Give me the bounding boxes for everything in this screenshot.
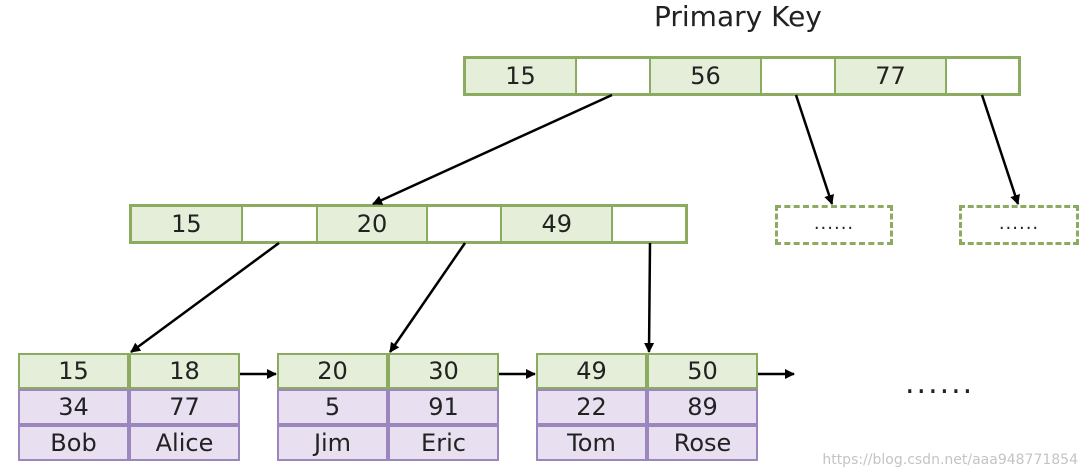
leaf-2-value-2: 91 bbox=[388, 389, 499, 425]
stub-node-1-label: ...... bbox=[813, 212, 855, 234]
leaf-1-name-2: Alice bbox=[129, 425, 240, 461]
root-key-3: 77 bbox=[836, 59, 947, 93]
leaf-node-2: 20 30 5 91 Jim Eric bbox=[277, 353, 499, 461]
leaf-1-key-2: 18 bbox=[129, 353, 240, 389]
internal-pointer-1 bbox=[242, 207, 318, 241]
internal-pointer-3 bbox=[613, 207, 685, 241]
leaf-2-name-2: Eric bbox=[388, 425, 499, 461]
arrow-root-to-stub-2 bbox=[980, 94, 1020, 205]
stub-node-2-label: ...... bbox=[998, 212, 1040, 234]
arrow-internal-to-leaf-1 bbox=[130, 241, 280, 354]
leaf-3-value-1: 22 bbox=[536, 389, 647, 425]
root-pointer-2 bbox=[762, 59, 836, 93]
arrow-root-to-internal bbox=[372, 93, 613, 206]
leaf-2-key-2: 30 bbox=[388, 353, 499, 389]
arrow-internal-to-leaf-3 bbox=[644, 242, 655, 353]
internal-node: 15 20 49 bbox=[129, 204, 688, 244]
leaf-2-key-1: 20 bbox=[277, 353, 388, 389]
internal-key-1: 15 bbox=[132, 207, 243, 241]
leaf-1-key-1: 15 bbox=[18, 353, 129, 389]
stub-node-2: ...... bbox=[959, 205, 1079, 245]
stub-node-1: ...... bbox=[775, 205, 893, 245]
leaf-2-value-1: 5 bbox=[277, 389, 388, 425]
leaf-3-name-1: Tom bbox=[536, 425, 647, 461]
diagram-title: Primary Key bbox=[654, 0, 822, 33]
leaf-2-name-1: Jim bbox=[277, 425, 388, 461]
root-pointer-1 bbox=[577, 59, 651, 93]
leaf-1-value-2: 77 bbox=[129, 389, 240, 425]
leaf-3-key-2: 50 bbox=[647, 353, 758, 389]
root-pointer-3 bbox=[947, 59, 1018, 93]
internal-key-3: 49 bbox=[502, 207, 614, 241]
more-leaves-ellipsis: ...... bbox=[905, 366, 975, 401]
arrow-internal-to-leaf-2 bbox=[388, 242, 467, 353]
leaf-node-1: 15 18 34 77 Bob Alice bbox=[18, 353, 240, 461]
watermark: https://blog.csdn.net/aaa948771854 bbox=[822, 452, 1078, 468]
leaf-1-name-1: Bob bbox=[18, 425, 129, 461]
root-key-1: 15 bbox=[466, 59, 577, 93]
internal-pointer-2 bbox=[428, 207, 503, 241]
leaf-node-3: 49 50 22 89 Tom Rose bbox=[536, 353, 758, 461]
leaf-3-name-2: Rose bbox=[647, 425, 758, 461]
arrow-root-to-stub-1 bbox=[794, 94, 834, 205]
leaf-1-value-1: 34 bbox=[18, 389, 129, 425]
leaf-3-value-2: 89 bbox=[647, 389, 758, 425]
root-key-2: 56 bbox=[651, 59, 762, 93]
root-node: 15 56 77 bbox=[463, 56, 1021, 96]
internal-key-2: 20 bbox=[317, 207, 429, 241]
leaf-3-key-1: 49 bbox=[536, 353, 647, 389]
